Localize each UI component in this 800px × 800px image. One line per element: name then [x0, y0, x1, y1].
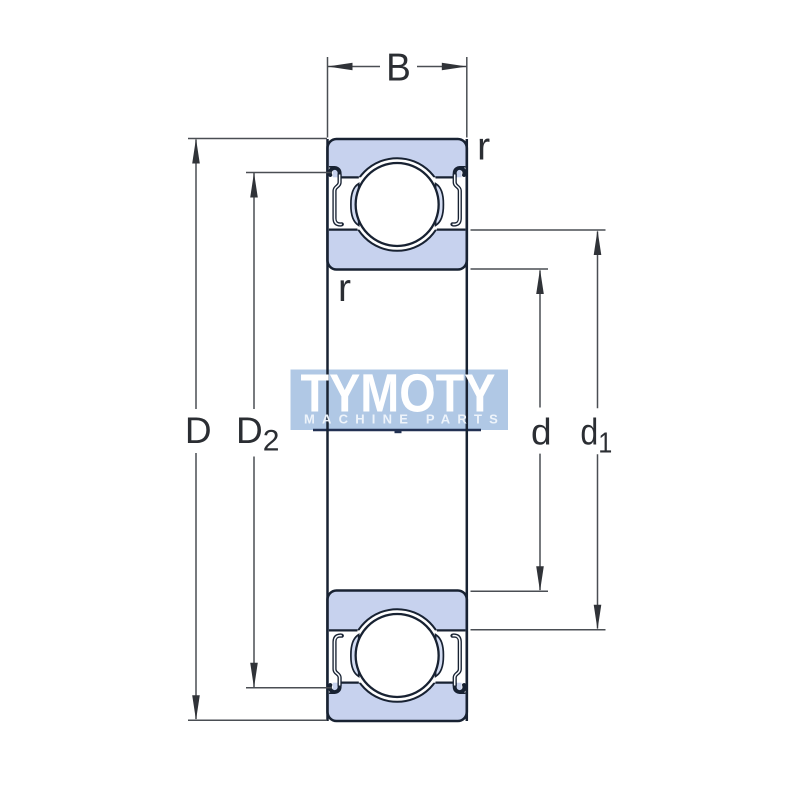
- svg-text:r: r: [477, 126, 490, 169]
- svg-text:d1: d1: [580, 413, 612, 459]
- svg-text:TYMOTY: TYMOTY: [301, 364, 496, 424]
- svg-text:r: r: [338, 267, 351, 310]
- svg-text:B: B: [386, 46, 411, 89]
- svg-text:d: d: [531, 412, 552, 453]
- svg-text:D: D: [185, 410, 212, 451]
- svg-text:MACHINE PARTS: MACHINE PARTS: [304, 412, 505, 427]
